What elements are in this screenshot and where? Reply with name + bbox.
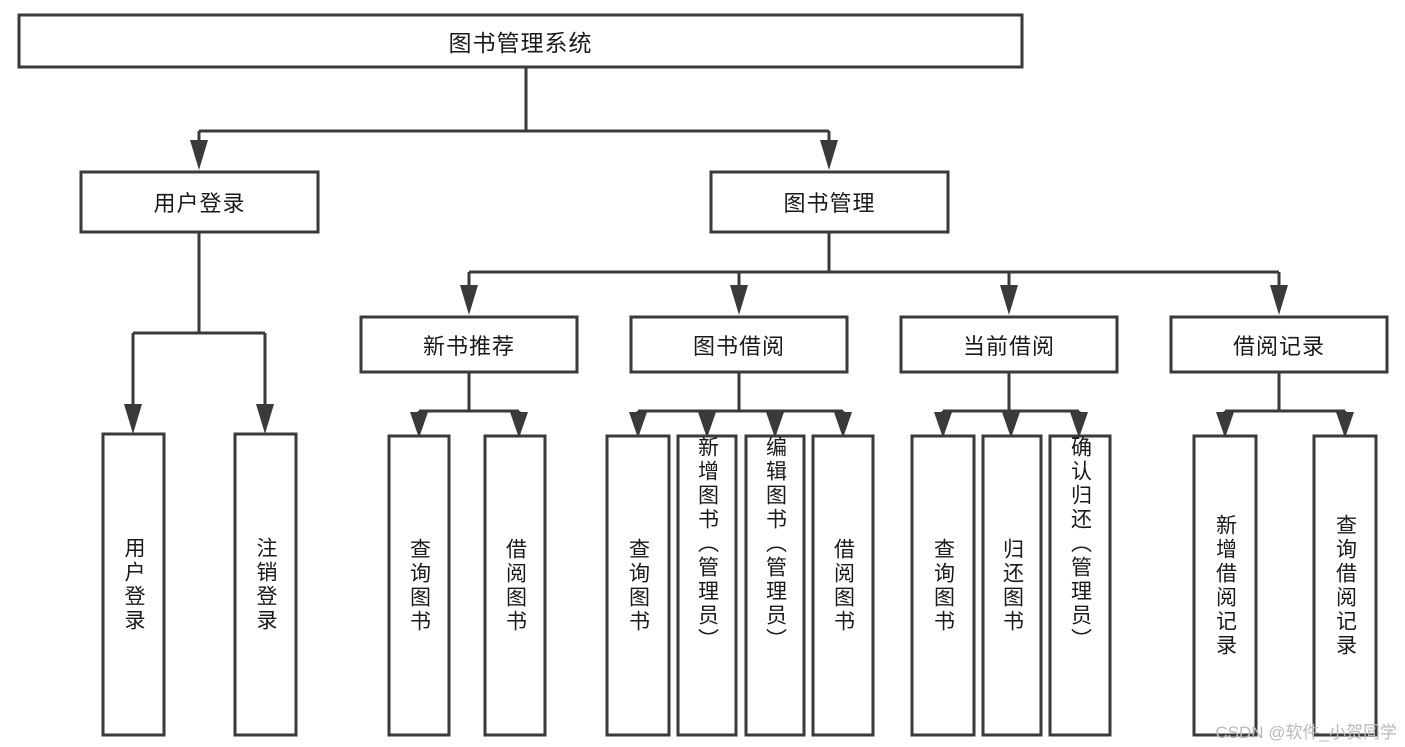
node-current-borrow[interactable] xyxy=(899,315,1119,374)
arrow-head-leaf-current-borrow-3 xyxy=(1070,412,1088,438)
arrow-head-current-borrow xyxy=(1000,285,1018,315)
leaf-box-borrow-record-2[interactable] xyxy=(1312,434,1378,737)
arrow-head-leaf-book-borrow-2 xyxy=(698,412,716,438)
leaf-box-new-book-2[interactable] xyxy=(483,434,547,737)
leaf-box-book-borrow-2[interactable] xyxy=(676,434,738,737)
arrow-head-book-manage xyxy=(820,140,838,170)
leaf-box-new-book-1[interactable] xyxy=(387,434,451,737)
arrow-head-user-login xyxy=(190,140,208,170)
arrow-head-book-borrow xyxy=(730,285,748,315)
leaf-box-current-borrow-1[interactable] xyxy=(910,434,976,737)
arrow-head-borrow-record xyxy=(1270,285,1288,315)
arrow-head-leaf-user-login-2 xyxy=(256,404,274,434)
leaf-box-book-borrow-4[interactable] xyxy=(811,434,875,737)
arrow-head-leaf-book-borrow-3 xyxy=(766,412,784,438)
leaf-box-borrow-record-1[interactable] xyxy=(1192,434,1258,737)
node-new-book[interactable] xyxy=(359,315,579,374)
arrow-head-leaf-book-borrow-4 xyxy=(834,412,852,438)
leaf-box-current-borrow-2[interactable] xyxy=(981,434,1043,737)
node-user-login[interactable] xyxy=(79,170,320,234)
arrow-head-leaf-borrow-record-2 xyxy=(1336,412,1354,438)
node-root[interactable] xyxy=(17,13,1024,69)
arrow-head-new-book xyxy=(460,285,478,315)
arrow-head-leaf-current-borrow-2 xyxy=(1002,412,1020,438)
leaf-box-book-borrow-3[interactable] xyxy=(744,434,806,737)
leaf-box-user-login-2[interactable] xyxy=(233,432,298,737)
arrow-head-leaf-book-borrow-1 xyxy=(629,412,647,438)
node-book-borrow[interactable] xyxy=(629,315,849,374)
node-book-manage[interactable] xyxy=(709,170,950,234)
leaf-box-user-login-1[interactable] xyxy=(101,432,166,737)
leaf-box-current-borrow-3[interactable] xyxy=(1048,434,1112,737)
node-borrow-record[interactable] xyxy=(1169,315,1389,374)
arrow-head-leaf-current-borrow-1 xyxy=(934,412,952,438)
arrow-head-leaf-borrow-record-1 xyxy=(1216,412,1234,438)
arrow-head-leaf-new-book-2 xyxy=(510,412,528,438)
arrow-head-leaf-new-book-1 xyxy=(410,412,428,438)
leaf-box-book-borrow-1[interactable] xyxy=(605,434,671,737)
arrow-head-leaf-user-login-1 xyxy=(124,404,142,434)
